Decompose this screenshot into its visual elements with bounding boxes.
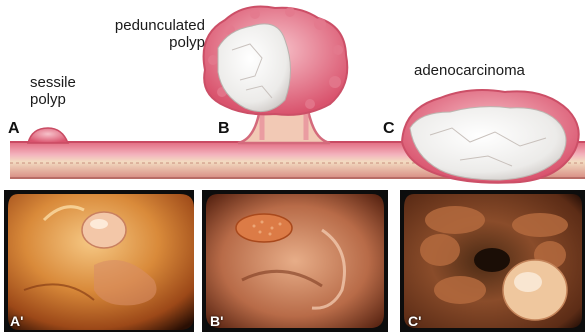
endoscopy-photo-c: [400, 190, 585, 332]
letter-a: A: [8, 120, 20, 138]
adenocarcinoma-label: adenocarcinoma: [414, 62, 525, 79]
endoscopy-photo-b: [202, 190, 388, 332]
photo-c-label: C': [408, 313, 421, 329]
endoscopy-photo-a: [4, 190, 194, 332]
sessile-polyp-shape: [28, 128, 68, 143]
pedunculated-label-line1: pedunculated: [92, 17, 205, 34]
adenocarcinoma-shape: [402, 90, 579, 183]
pedunculated-polyp-label: pedunculated polyp: [92, 17, 205, 51]
sessile-label-line2: polyp: [30, 91, 76, 108]
letter-b: B: [218, 120, 230, 138]
colon-wall-diagram: [0, 0, 585, 185]
photo-b-label: B': [210, 313, 223, 329]
photo-a-label: A': [10, 313, 23, 329]
pedunculated-label-line2: polyp: [92, 34, 205, 51]
letter-c: C: [383, 120, 395, 138]
sessile-label-line1: sessile: [30, 74, 76, 91]
sessile-polyp-label: sessile polyp: [30, 74, 76, 108]
